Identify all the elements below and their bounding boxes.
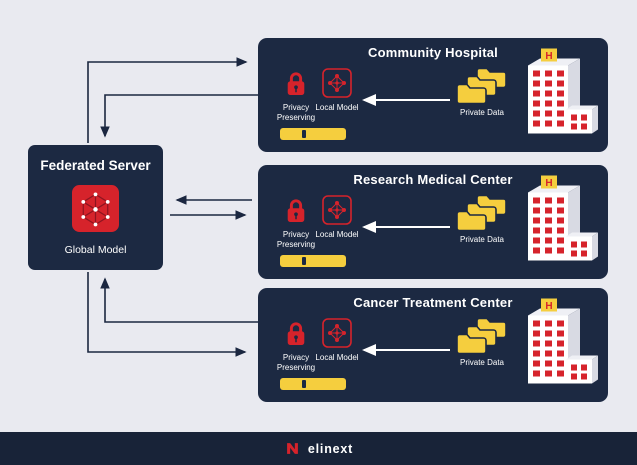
private-data-label: Private Data — [459, 108, 505, 117]
panel-title: Research Medical Center — [353, 172, 513, 187]
training-progress-bar — [280, 378, 346, 390]
private-data-folders-icon — [456, 191, 508, 231]
data-to-model-arrow — [362, 344, 450, 356]
privacy-preserving-label: Privacy Preserving — [276, 230, 316, 250]
elinext-brand-text: elinext — [307, 441, 354, 456]
arrow-hospital-3-to-server — [100, 277, 258, 323]
panel-community-hospital: Community Hospital Privacy Preserving Lo… — [258, 38, 608, 152]
arrow-server-to-hospital-3 — [87, 272, 247, 357]
panel-cancer-treatment-center: Cancer Treatment Center Privacy Preservi… — [258, 288, 608, 402]
arrow-server-to-hospital-1 — [87, 57, 248, 143]
private-data-folders-icon — [456, 64, 508, 104]
training-progress-bar — [280, 128, 346, 140]
progress-tick — [302, 257, 306, 265]
lock-icon — [284, 69, 308, 98]
arrow-hospital-1-to-server — [100, 94, 258, 138]
training-progress-bar — [280, 255, 346, 267]
panel-title: Cancer Treatment Center — [353, 295, 513, 310]
private-data-label: Private Data — [459, 358, 505, 367]
global-model-network-icon — [72, 185, 119, 232]
local-model-network-icon — [322, 195, 352, 225]
progress-tick — [302, 130, 306, 138]
privacy-preserving-label: Privacy Preserving — [276, 353, 316, 373]
local-model-network-icon — [322, 318, 352, 348]
federated-server-box: Federated Server Global Model — [28, 145, 163, 270]
local-model-label: Local Model — [315, 103, 359, 112]
local-model-label: Local Model — [315, 230, 359, 239]
local-model-label: Local Model — [315, 353, 359, 362]
panel-research-medical-center: Research Medical Center Privacy Preservi… — [258, 165, 608, 279]
data-to-model-arrow — [362, 221, 450, 233]
lock-icon — [284, 196, 308, 225]
panel-title: Community Hospital — [368, 45, 498, 60]
federated-server-title: Federated Server — [40, 158, 151, 173]
footer-bar: elinext — [0, 432, 637, 465]
data-to-model-arrow — [362, 94, 450, 106]
hospital-building-icon — [508, 47, 600, 144]
lock-icon — [284, 319, 308, 348]
progress-tick — [302, 380, 306, 388]
hospital-building-icon — [508, 297, 600, 394]
local-model-network-icon — [322, 68, 352, 98]
global-model-label: Global Model — [64, 244, 127, 256]
hospital-building-icon — [508, 174, 600, 271]
elinext-logo-icon — [286, 443, 298, 454]
private-data-label: Private Data — [459, 235, 505, 244]
private-data-folders-icon — [456, 314, 508, 354]
privacy-preserving-label: Privacy Preserving — [276, 103, 316, 123]
